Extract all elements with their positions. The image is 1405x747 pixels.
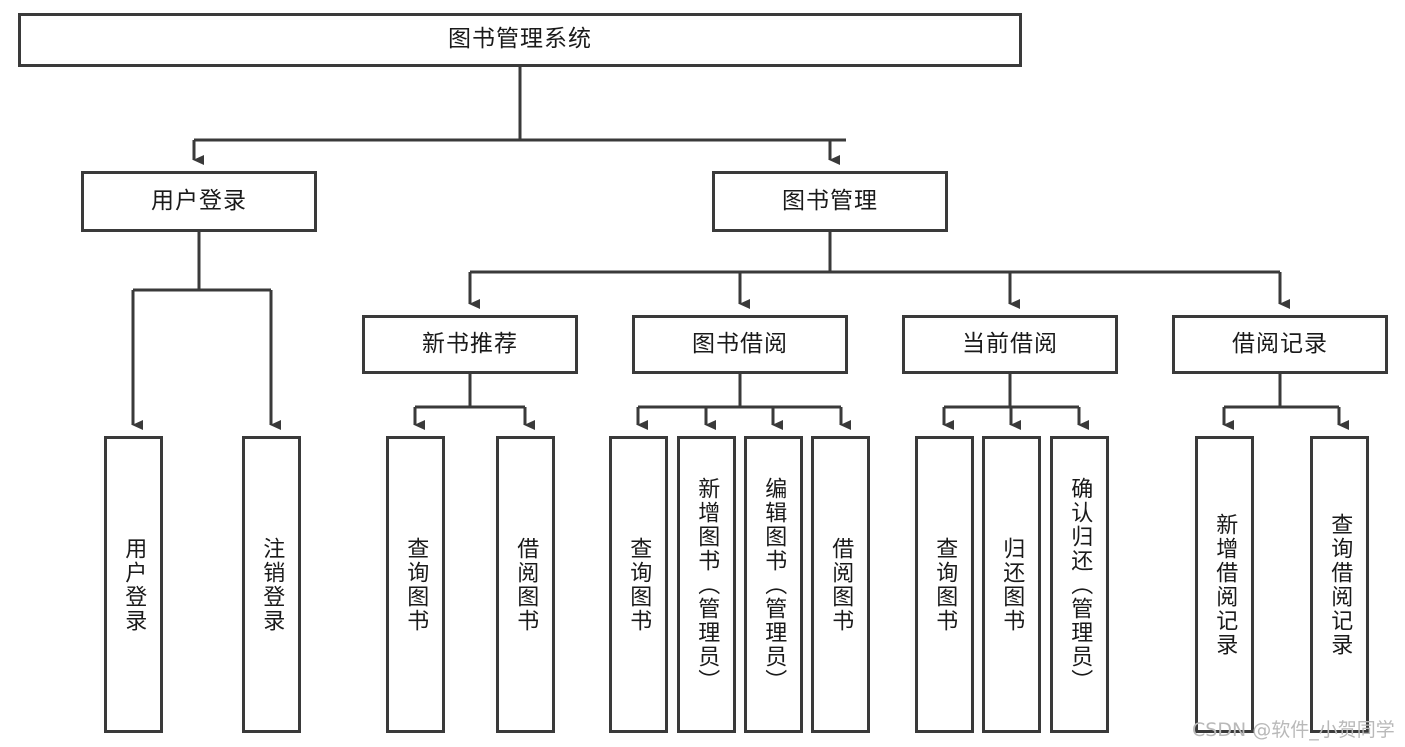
leaf-current-borrow-query[interactable]: 查询图书 [915,436,974,733]
node-current-borrow-label: 当前借阅 [962,330,1058,357]
node-root[interactable]: 图书管理系统 [18,13,1022,67]
node-new-book-recommend[interactable]: 新书推荐 [362,315,578,374]
leaf-label: 确认归还（管理员） [1067,476,1093,693]
leaf-book-borrow-edit[interactable]: 编辑图书（管理员） [744,436,803,733]
leaf-label: 查询图书 [932,536,958,633]
leaf-label: 编辑图书（管理员） [761,476,787,693]
leaf-book-borrow-query[interactable]: 查询图书 [609,436,668,733]
leaf-label: 新增图书（管理员） [694,476,720,693]
leaf-book-borrow-borrow[interactable]: 借阅图书 [811,436,870,733]
leaf-new-book-query[interactable]: 查询图书 [386,436,445,733]
leaf-borrow-record-add[interactable]: 新增借阅记录 [1195,436,1254,733]
node-user-login-label: 用户登录 [151,187,247,214]
leaf-book-borrow-add[interactable]: 新增图书（管理员） [677,436,736,733]
leaf-new-book-borrow[interactable]: 借阅图书 [496,436,555,733]
leaf-label: 查询图书 [403,536,429,633]
leaf-label: 用户登录 [121,536,147,633]
leaf-current-borrow-return[interactable]: 归还图书 [982,436,1041,733]
leaf-label: 查询图书 [626,536,652,633]
node-user-login[interactable]: 用户登录 [81,171,317,232]
leaf-borrow-record-query[interactable]: 查询借阅记录 [1310,436,1369,733]
leaf-label: 注销登录 [259,536,285,633]
node-book-management-label: 图书管理 [782,187,878,214]
leaf-label: 借阅图书 [828,536,854,633]
leaf-label: 归还图书 [999,536,1025,633]
leaf-user-login-logout[interactable]: 注销登录 [242,436,301,733]
leaf-label: 查询借阅记录 [1327,512,1353,657]
leaf-current-borrow-confirm-return[interactable]: 确认归还（管理员） [1050,436,1109,733]
leaf-label: 借阅图书 [513,536,539,633]
leaf-label: 新增借阅记录 [1212,512,1238,657]
node-book-borrow[interactable]: 图书借阅 [632,315,848,374]
node-book-management[interactable]: 图书管理 [712,171,948,232]
leaf-user-login-login[interactable]: 用户登录 [104,436,163,733]
node-new-book-recommend-label: 新书推荐 [422,330,518,357]
node-book-borrow-label: 图书借阅 [692,330,788,357]
node-borrow-record-label: 借阅记录 [1232,330,1328,357]
node-root-label: 图书管理系统 [448,26,592,53]
watermark-text: CSDN @软件_小贺同学 [1192,719,1395,741]
node-current-borrow[interactable]: 当前借阅 [902,315,1118,374]
node-borrow-record[interactable]: 借阅记录 [1172,315,1388,374]
